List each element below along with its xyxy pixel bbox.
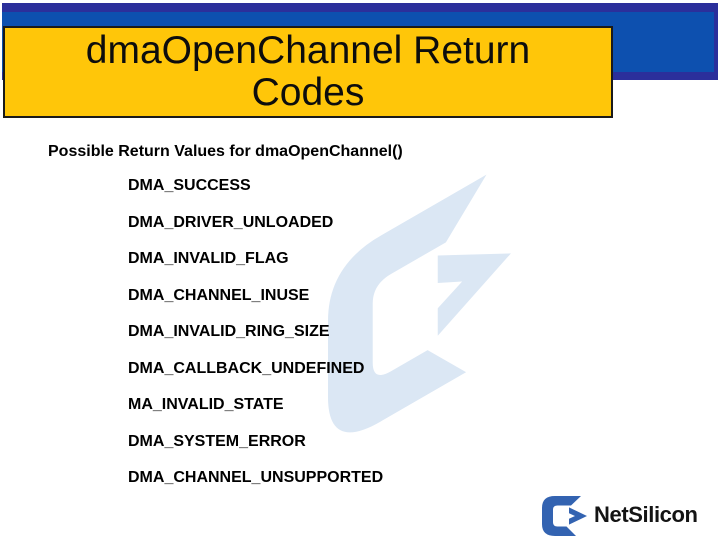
list-item: DMA_CHANNEL_UNSUPPORTED (128, 469, 384, 486)
list-item: DMA_SUCCESS (128, 177, 251, 194)
title-box: dmaOpenChannel Return Codes (3, 26, 613, 118)
slide-title-line2: Codes (251, 71, 365, 114)
list-item: DMA_CHANNEL_INUSE (128, 286, 310, 304)
slide-title-line1: dmaOpenChannel Return (85, 29, 531, 72)
netsilicon-watermark-icon (328, 174, 511, 433)
list-item: MA_INVALID_STATE (128, 396, 284, 413)
logo-text: NetSilicon (594, 502, 698, 527)
list-item: DMA_SYSTEM_ERROR (128, 432, 306, 450)
netsilicon-logo: NetSilicon (542, 496, 698, 536)
list-item: DMA_INVALID_RING_SIZE (128, 323, 330, 340)
list-item: DMA_CALLBACK_UNDEFINED (128, 359, 365, 377)
subtitle: Possible Return Values for dmaOpenChanne… (48, 143, 403, 160)
list-item: DMA_DRIVER_UNLOADED (128, 213, 334, 231)
netsilicon-arrow-icon (542, 496, 587, 536)
return-code-list: DMA_SUCCESS DMA_DRIVER_UNLOADED DMA_INVALI… (128, 168, 383, 497)
list-item: DMA_INVALID_FLAG (128, 250, 289, 267)
